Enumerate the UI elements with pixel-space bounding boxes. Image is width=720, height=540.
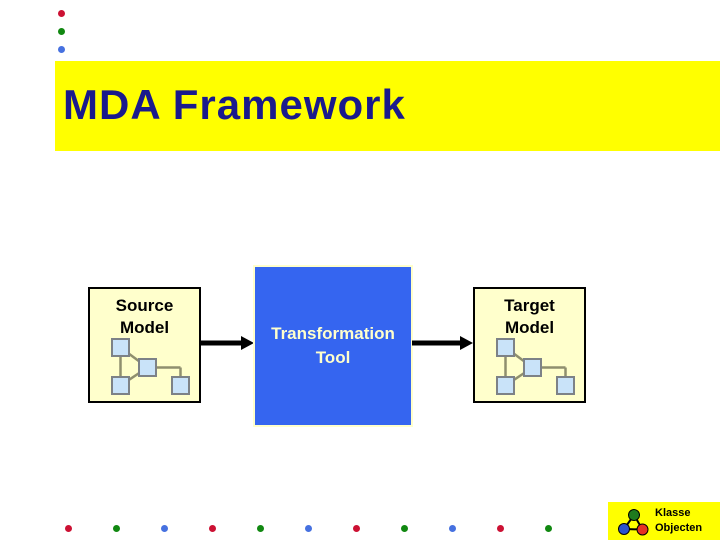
logo-circle-right bbox=[636, 523, 649, 536]
source-model-label: Source Model bbox=[90, 295, 199, 339]
bullet-dot bbox=[58, 10, 65, 17]
bullet-dot bbox=[497, 525, 504, 532]
transformation-tool-box: Transformation Tool bbox=[253, 265, 413, 427]
top-bullets bbox=[58, 10, 65, 53]
target-model-label-line1: Target bbox=[504, 296, 555, 315]
klasse-objecten-logo-icon bbox=[618, 509, 649, 536]
logo-text-line2: Objecten bbox=[655, 522, 703, 534]
bullet-dot bbox=[401, 525, 408, 532]
logo-text-line1: Klasse bbox=[655, 507, 691, 519]
bullet-dot bbox=[545, 525, 552, 532]
logo-circle-top bbox=[628, 509, 640, 521]
target-model-label: Target Model bbox=[475, 295, 584, 339]
page-title: MDA Framework bbox=[63, 81, 406, 128]
model-diagram-icon bbox=[496, 338, 575, 395]
transformation-tool-label: Transformation Tool bbox=[271, 322, 395, 370]
arrow-tool-to-target bbox=[412, 336, 473, 350]
bullet-dot bbox=[113, 525, 120, 532]
target-model-label-line2: Model bbox=[504, 318, 555, 337]
arrow-source-to-tool bbox=[200, 336, 254, 350]
bullet-dot bbox=[58, 28, 65, 35]
source-model-box: Source Model bbox=[88, 287, 201, 403]
model-diagram-icon bbox=[111, 338, 190, 395]
bullet-dot bbox=[257, 525, 264, 532]
source-model-label-line2: Model bbox=[119, 318, 170, 337]
bullet-dot bbox=[449, 525, 456, 532]
klasse-objecten-logo: Klasse Objecten bbox=[608, 502, 720, 540]
bullet-dot bbox=[209, 525, 216, 532]
title-bar: MDA Framework bbox=[55, 61, 720, 151]
bullet-dot bbox=[305, 525, 312, 532]
source-model-label-line1: Source bbox=[115, 296, 174, 315]
transformation-tool-label-line1: Transformation bbox=[271, 324, 395, 343]
bullet-dot bbox=[161, 525, 168, 532]
logo-circle-left bbox=[618, 523, 630, 535]
target-model-box: Target Model bbox=[473, 287, 586, 403]
transformation-tool-label-line2: Tool bbox=[315, 348, 351, 367]
bullet-dot bbox=[58, 46, 65, 53]
logo-text: Klasse Objecten bbox=[655, 506, 702, 536]
bullet-dot bbox=[353, 525, 360, 532]
bullet-dot bbox=[65, 525, 72, 532]
footer-bullets bbox=[65, 525, 552, 532]
